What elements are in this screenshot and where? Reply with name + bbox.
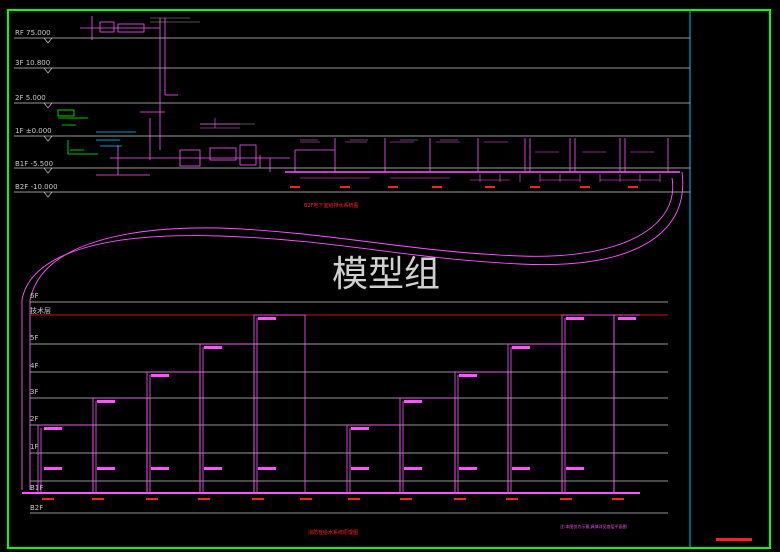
lower-level-1f: 1F — [30, 443, 38, 451]
lower-level-b1f: B1F — [30, 484, 43, 492]
drawing-frame — [7, 9, 771, 549]
lower-hydrant-tags — [44, 317, 636, 470]
level-label-3f: 3F 10.800 — [15, 59, 50, 67]
lower-floor-lines — [30, 301, 668, 514]
level-label-rf: RF 75.000 — [15, 29, 51, 37]
watermark: 模型组 — [332, 254, 440, 295]
upper-bottom-tags — [290, 186, 638, 188]
upper-annotations — [150, 17, 458, 141]
lower-level-2f: 2F — [30, 415, 38, 423]
lower-level-6f: 6F — [30, 292, 38, 300]
level-label-b2f: B2F -10.000 — [15, 183, 58, 191]
lower-bottom-tags — [42, 498, 624, 500]
upper-green-elements — [57, 109, 98, 155]
level-label-b1f: B1F -5.500 — [15, 160, 53, 168]
upper-diagram-caption: B2F地下室给排水系统图 — [304, 202, 359, 209]
lower-risers-right — [346, 314, 640, 493]
lower-level-tech: 技术层 — [30, 306, 51, 315]
lower-level-3f: 3F — [30, 388, 38, 396]
upper-pipe-network — [80, 16, 680, 176]
lower-risers-left — [37, 314, 306, 493]
lower-level-b2f: B2F — [30, 504, 43, 512]
upper-level-markers — [43, 37, 53, 198]
upper-riser-details — [200, 118, 661, 182]
footnote: 注:本图仅为示意,具体详见各层平面图 — [560, 523, 627, 529]
lower-level-5f: 5F — [30, 334, 38, 342]
upper-floor-lines — [14, 37, 690, 193]
lower-diagram-caption: 消防栓给水系统原理图 — [308, 529, 358, 536]
level-label-2f: 2F 5.000 — [15, 94, 46, 102]
lower-level-4f: 4F — [30, 362, 38, 370]
title-block-mark — [716, 538, 752, 541]
connector-curve — [21, 171, 684, 490]
level-label-1f: 1F ±0.000 — [15, 127, 52, 135]
upper-cyan-elements — [96, 131, 136, 147]
